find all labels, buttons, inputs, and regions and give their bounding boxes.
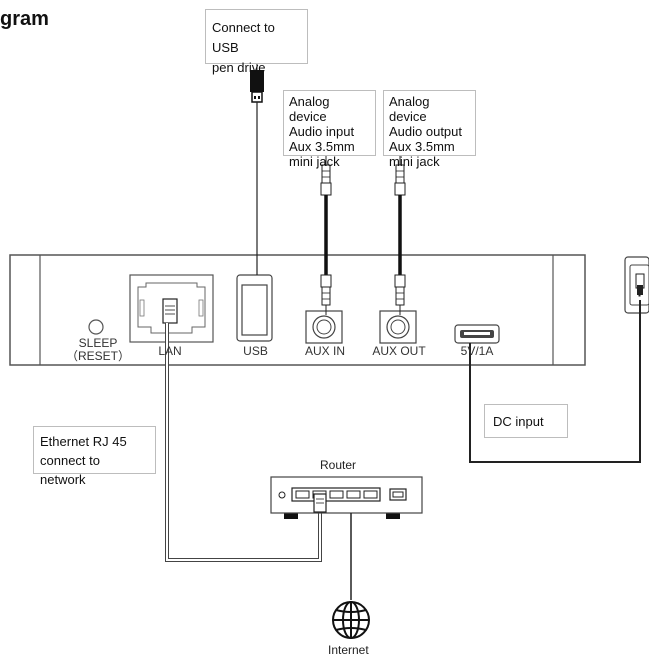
aux-in-port bbox=[305, 310, 343, 344]
globe-icon bbox=[332, 601, 370, 639]
rj45-connector-icon bbox=[162, 298, 178, 324]
router-label: Router bbox=[320, 458, 357, 472]
sleep-label-line-1: SLEEP bbox=[78, 336, 118, 350]
callout-ethernet-line-1: Ethernet RJ 45 bbox=[40, 434, 127, 449]
rj45-connector-icon bbox=[313, 493, 327, 513]
callout-usb: Connect to USB pen drive bbox=[205, 9, 308, 75]
dc-cable bbox=[469, 300, 641, 463]
aux-out-port bbox=[379, 310, 417, 344]
router-device bbox=[270, 476, 423, 519]
callout-aux-out-line-3: Aux 3.5mm bbox=[389, 139, 455, 154]
lan-label: LAN bbox=[158, 344, 182, 358]
callout-aux-out-line-1: Analog device bbox=[389, 94, 430, 124]
callout-aux-out: Analog device Audio output Aux 3.5mm min… bbox=[383, 90, 476, 169]
power-port bbox=[454, 324, 500, 344]
usb-port bbox=[236, 274, 273, 342]
audio-jack-icon bbox=[394, 155, 406, 315]
usb-label: USB bbox=[243, 344, 268, 358]
callout-aux-in-line-3: Aux 3.5mm bbox=[289, 139, 355, 154]
callout-aux-in: Analog device Audio input Aux 3.5mm mini… bbox=[283, 90, 376, 169]
callout-aux-out-line-2: Audio output bbox=[389, 124, 463, 139]
callout-aux-in-line-1: Analog device bbox=[289, 94, 330, 124]
callout-usb-line-1: Connect to USB bbox=[212, 20, 275, 55]
callout-dc-input-text: DC input bbox=[493, 414, 544, 429]
callout-aux-in-line-2: Audio input bbox=[289, 124, 355, 139]
callout-dc-input: DC input bbox=[484, 404, 568, 438]
ethernet-cable bbox=[165, 323, 322, 562]
aux-out-label: AUX OUT bbox=[372, 344, 426, 358]
power-plug-icon bbox=[624, 256, 649, 314]
callout-aux-out-line-4: mini jack bbox=[389, 154, 440, 169]
diagram-heading: gram bbox=[0, 8, 49, 30]
callout-usb-line-2: pen drive bbox=[212, 60, 266, 75]
callout-ethernet: Ethernet RJ 45 connect to network bbox=[33, 426, 156, 487]
aux-in-label: AUX IN bbox=[304, 344, 345, 358]
audio-jack-icon bbox=[320, 155, 332, 315]
sleep-label: SLEEP （RESET） bbox=[66, 337, 130, 363]
power-label: 5V/1A bbox=[460, 344, 494, 358]
callout-aux-in-line-4: mini jack bbox=[289, 154, 340, 169]
internet-label: Internet bbox=[328, 643, 369, 657]
sleep-reset-button[interactable] bbox=[88, 319, 104, 335]
sleep-label-line-2: （RESET） bbox=[66, 349, 131, 363]
device-body bbox=[9, 254, 586, 366]
callout-ethernet-line-2: connect to network bbox=[40, 453, 100, 487]
